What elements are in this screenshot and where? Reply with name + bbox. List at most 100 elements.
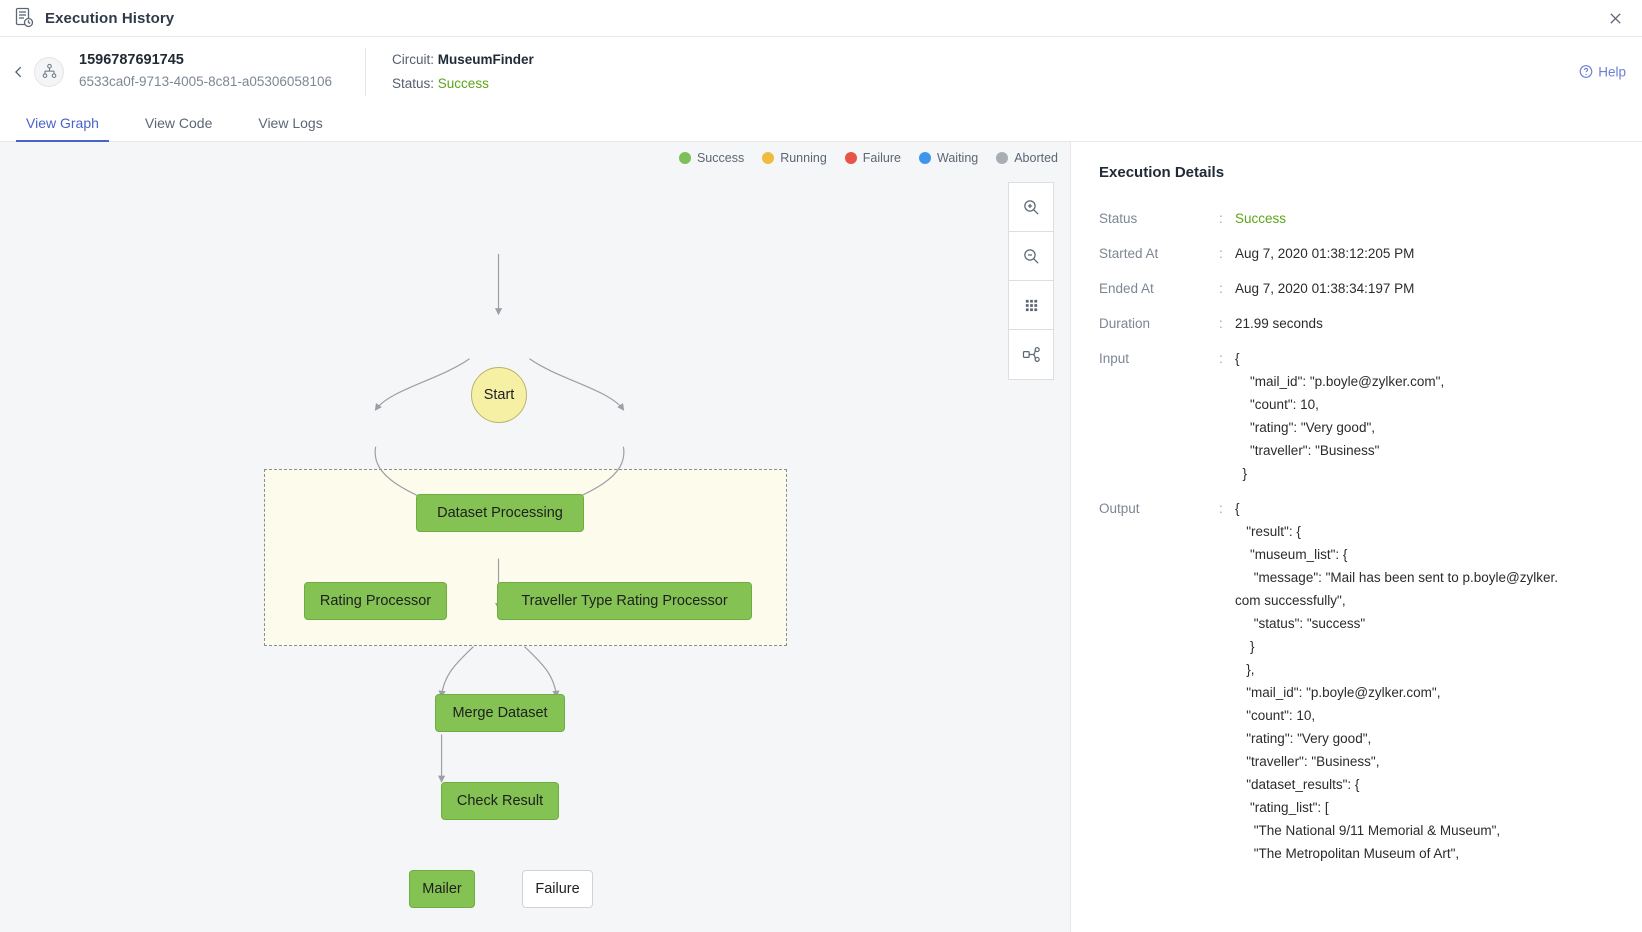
json-line: "count": 10, bbox=[1235, 708, 1316, 723]
graph-node-label: Dataset Processing bbox=[437, 505, 563, 521]
graph-pane[interactable]: Success Running Failure Waiting Aborted bbox=[0, 142, 1071, 932]
detail-label: Input bbox=[1099, 351, 1130, 366]
zoom-out-icon bbox=[1023, 248, 1039, 264]
detail-colon: : bbox=[1219, 246, 1223, 261]
detail-row-output: Output : { "result": { "museum_list": { … bbox=[1099, 497, 1624, 865]
close-icon[interactable] bbox=[1602, 5, 1628, 31]
detail-row-started-at: Started At : Aug 7, 2020 01:38:12:205 PM bbox=[1099, 242, 1624, 265]
json-line: "rating_list": [ bbox=[1235, 800, 1329, 815]
graph-node-traveller-type-rating-processor[interactable]: Traveller Type Rating Processor bbox=[497, 582, 752, 620]
detail-value: Aug 7, 2020 01:38:34:197 PM bbox=[1235, 281, 1415, 296]
graph-node-label: Failure bbox=[535, 881, 580, 897]
back-button[interactable] bbox=[6, 59, 32, 85]
detail-label: Status bbox=[1099, 211, 1138, 226]
input-json: { "mail_id": "p.boyle@zylker.com", "coun… bbox=[1235, 347, 1624, 485]
help-label: Help bbox=[1598, 64, 1626, 79]
legend-label-failure: Failure bbox=[862, 151, 901, 165]
detail-colon: : bbox=[1219, 501, 1223, 516]
json-line: "museum_list": { bbox=[1235, 547, 1348, 562]
detail-value: Success bbox=[1235, 211, 1287, 226]
execution-header: 1596787691745 6533ca0f-9713-4005-8c81-a0… bbox=[0, 37, 1642, 106]
detail-colon: : bbox=[1219, 281, 1223, 296]
legend-item-running: Running bbox=[762, 151, 827, 165]
json-line: "count": 10, bbox=[1235, 397, 1319, 412]
graph-node-merge-dataset[interactable]: Merge Dataset bbox=[435, 694, 565, 732]
graph-node-label: Start bbox=[483, 387, 515, 403]
json-line: } bbox=[1235, 466, 1248, 481]
detail-colon: : bbox=[1219, 316, 1223, 331]
json-line: "message": "Mail has been sent to p.boyl… bbox=[1235, 570, 1558, 585]
zoom-out-button[interactable] bbox=[1009, 232, 1053, 281]
json-line: "traveller": "Business" bbox=[1235, 443, 1380, 458]
view-tabs: View Graph View Code View Logs bbox=[0, 106, 1642, 142]
json-line: "rating": "Very good", bbox=[1235, 731, 1372, 746]
legend-dot-running bbox=[762, 152, 775, 164]
graph-node-failure[interactable]: Failure bbox=[522, 870, 593, 908]
execution-id: 1596787691745 bbox=[79, 52, 184, 68]
circuit-label: Circuit: bbox=[392, 51, 435, 67]
status-legend: Success Running Failure Waiting Aborted bbox=[661, 151, 1058, 165]
json-line: "The National 9/11 Memorial & Museum", bbox=[1235, 823, 1501, 838]
legend-dot-success bbox=[678, 152, 691, 164]
legend-label-aborted: Aborted bbox=[1014, 151, 1058, 165]
execution-details-pane: Execution Details Status : Success Start… bbox=[1071, 142, 1642, 932]
content-area: Success Running Failure Waiting Aborted bbox=[0, 142, 1642, 932]
output-json: { "result": { "museum_list": { "message"… bbox=[1235, 497, 1624, 865]
graph-node-label: Check Result bbox=[456, 793, 544, 809]
graph-node-label: Mailer bbox=[422, 881, 462, 897]
detail-label: Ended At bbox=[1099, 281, 1154, 296]
tab-view-logs[interactable]: View Logs bbox=[258, 115, 323, 131]
detail-value: Aug 7, 2020 01:38:12:205 PM bbox=[1235, 246, 1415, 261]
details-title: Execution Details bbox=[1099, 164, 1225, 181]
json-line: { bbox=[1235, 501, 1240, 516]
fit-to-screen-button[interactable] bbox=[1009, 281, 1053, 330]
legend-item-aborted: Aborted bbox=[996, 151, 1058, 165]
execution-meta: Circuit: MuseumFinder Status: Success bbox=[392, 48, 534, 96]
document-clock-icon bbox=[14, 7, 34, 29]
graph-toolbar bbox=[1008, 182, 1054, 380]
graph-node-check-result[interactable]: Check Result bbox=[441, 782, 559, 820]
legend-dot-failure bbox=[844, 152, 857, 164]
detail-row-status: Status : Success bbox=[1099, 207, 1624, 230]
status-row: Status: Success bbox=[392, 72, 534, 96]
legend-label-running: Running bbox=[780, 151, 827, 165]
status-label: Status: bbox=[392, 75, 435, 91]
detail-colon: : bbox=[1219, 351, 1223, 366]
json-line: "result": { bbox=[1235, 524, 1301, 539]
legend-item-success: Success bbox=[678, 151, 744, 165]
circuit-node-icon bbox=[34, 56, 64, 87]
tab-view-graph[interactable]: View Graph bbox=[16, 116, 109, 142]
grid-icon bbox=[1025, 299, 1037, 311]
detail-row-input: Input : { "mail_id": "p.boyle@zylker.com… bbox=[1099, 347, 1624, 485]
circuit-row: Circuit: MuseumFinder bbox=[392, 48, 534, 72]
legend-label-waiting: Waiting bbox=[937, 151, 979, 165]
detail-label: Output bbox=[1099, 501, 1140, 516]
zoom-in-button[interactable] bbox=[1009, 183, 1053, 232]
window-titlebar: Execution History bbox=[0, 0, 1642, 37]
status-badge: Success bbox=[437, 75, 489, 91]
json-line: "dataset_results": { bbox=[1235, 777, 1360, 792]
question-circle-icon bbox=[1579, 65, 1593, 78]
graph-node-label: Merge Dataset bbox=[452, 705, 548, 721]
legend-item-failure: Failure bbox=[844, 151, 901, 165]
detail-colon: : bbox=[1219, 211, 1223, 226]
json-line: com successfully", bbox=[1235, 593, 1346, 608]
json-line: "The Metropolitan Museum of Art", bbox=[1235, 846, 1460, 861]
json-line: }, bbox=[1235, 662, 1255, 677]
graph-node-dataset-processing[interactable]: Dataset Processing bbox=[416, 494, 584, 532]
header-divider bbox=[365, 47, 366, 96]
help-link[interactable]: Help bbox=[1579, 64, 1626, 79]
detail-row-ended-at: Ended At : Aug 7, 2020 01:38:34:197 PM bbox=[1099, 277, 1624, 300]
legend-dot-waiting bbox=[919, 152, 931, 164]
json-line: "mail_id": "p.boyle@zylker.com", bbox=[1235, 374, 1445, 389]
relayout-button[interactable] bbox=[1009, 330, 1053, 379]
graph-node-mailer[interactable]: Mailer bbox=[409, 870, 475, 908]
graph-node-start[interactable]: Start bbox=[471, 367, 527, 423]
tab-view-code[interactable]: View Code bbox=[144, 115, 213, 131]
graph-node-rating-processor[interactable]: Rating Processor bbox=[304, 582, 447, 620]
circuit-name: MuseumFinder bbox=[437, 51, 534, 67]
json-line: "rating": "Very good", bbox=[1235, 420, 1375, 435]
detail-value: 21.99 seconds bbox=[1235, 316, 1323, 331]
detail-label: Duration bbox=[1099, 316, 1151, 331]
page-title: Execution History bbox=[45, 9, 175, 27]
